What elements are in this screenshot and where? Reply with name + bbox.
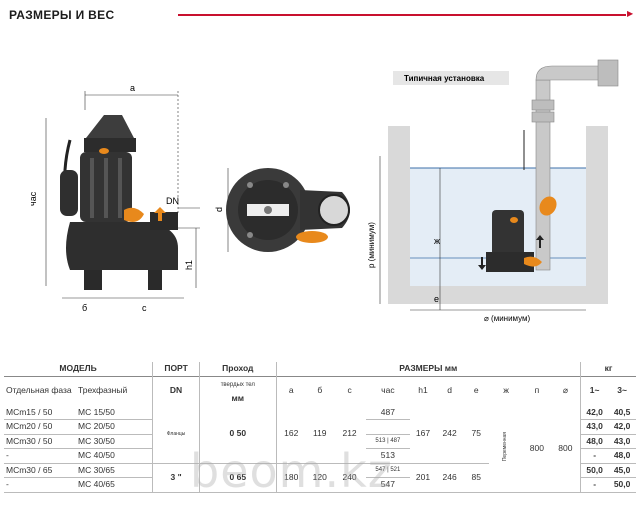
dim-c-label: с bbox=[142, 303, 147, 313]
passage-sub: твердых тел bbox=[220, 381, 255, 388]
col-zh: ж bbox=[503, 385, 509, 396]
col-kg1: 1~ bbox=[580, 376, 609, 406]
pump-side-view: a час DN h1 б с bbox=[28, 83, 200, 313]
header-divider bbox=[178, 14, 626, 16]
watermark-text: beom.kz bbox=[190, 444, 393, 498]
col-h1: h1 bbox=[418, 385, 428, 396]
single-phase-header: Отдельная фаза bbox=[6, 385, 72, 396]
dim-a-label: a bbox=[130, 83, 135, 93]
table-row: MCm30 / 65 MC 30/65 3 " 0 65 180 120 240… bbox=[4, 463, 636, 493]
port-g2: 3 " bbox=[152, 463, 200, 493]
table-row: MCm20 / 50 MC 20/50 43,0 42,0 bbox=[4, 419, 636, 435]
installation-diagram: Типичная установка р (минимум) ж е ⌀ (м bbox=[367, 59, 619, 323]
install-title: Типичная установка bbox=[404, 74, 485, 83]
dims-header: РАЗМЕРЫ мм bbox=[275, 362, 581, 376]
col-a: a bbox=[275, 376, 306, 406]
col-kg3: 3~ bbox=[617, 385, 627, 396]
model-header: МОДЕЛЬ bbox=[59, 363, 97, 373]
col-chas: час bbox=[381, 385, 395, 396]
dim-zh-label: ж bbox=[434, 236, 440, 246]
port-header: ПОРТ bbox=[152, 362, 200, 376]
passage-g2: 0 65 bbox=[198, 463, 277, 493]
table-row: MCm30 / 50 MC 30/50 513 | 487 48,0 43,0 bbox=[4, 434, 636, 449]
dim-b-label: б bbox=[82, 303, 87, 313]
mm-header: мм bbox=[231, 393, 245, 403]
passage-header: Проход bbox=[198, 362, 277, 376]
dim-d-label: d bbox=[214, 207, 224, 212]
col-b: б bbox=[317, 385, 323, 396]
dimension-drawings: a час DN h1 б с bbox=[0, 30, 640, 330]
col-d: d bbox=[447, 385, 452, 396]
dimensions-table: МОДЕЛЬ ПОРТ Проход РАЗМЕРЫ мм кг Отдельн… bbox=[4, 362, 636, 493]
table-row: - MC 40/65 547 - 50,0 bbox=[4, 477, 636, 493]
kg-header: кг bbox=[580, 362, 636, 376]
zh-note: Переменная bbox=[502, 431, 509, 461]
col-c: с bbox=[347, 385, 352, 396]
col-e: е bbox=[473, 385, 479, 396]
dim-dn-label: DN bbox=[166, 196, 179, 206]
p-value: 800 bbox=[523, 405, 551, 493]
passage-g1: 0 50 bbox=[198, 405, 277, 464]
dim-h1-label: h1 bbox=[184, 260, 194, 270]
three-phase-header: Трехфазный bbox=[78, 385, 128, 396]
dim-p-label: р (минимум) bbox=[367, 222, 376, 268]
dim-chas-label: час bbox=[28, 191, 38, 206]
pump-top-view: d bbox=[214, 168, 350, 252]
col-diam: ⌀ bbox=[562, 385, 568, 396]
diam-value: 800 bbox=[550, 405, 581, 493]
table-row: - MC 40/50 513 - 48,0 bbox=[4, 448, 636, 464]
dim-diam-label: ⌀ (минимум) bbox=[484, 314, 531, 323]
table-row: MCm15 / 50 MC 15/50 Фланцы 0 50 162 119 … bbox=[4, 405, 636, 493]
port-g1: Фланцы bbox=[166, 431, 186, 438]
col-p: п bbox=[534, 385, 540, 396]
dn-header: DN bbox=[152, 376, 200, 406]
header-arrow-icon: ▶ bbox=[627, 9, 634, 18]
page-title: РАЗМЕРЫ И ВЕС bbox=[9, 8, 115, 22]
dim-e-label: е bbox=[434, 294, 439, 304]
